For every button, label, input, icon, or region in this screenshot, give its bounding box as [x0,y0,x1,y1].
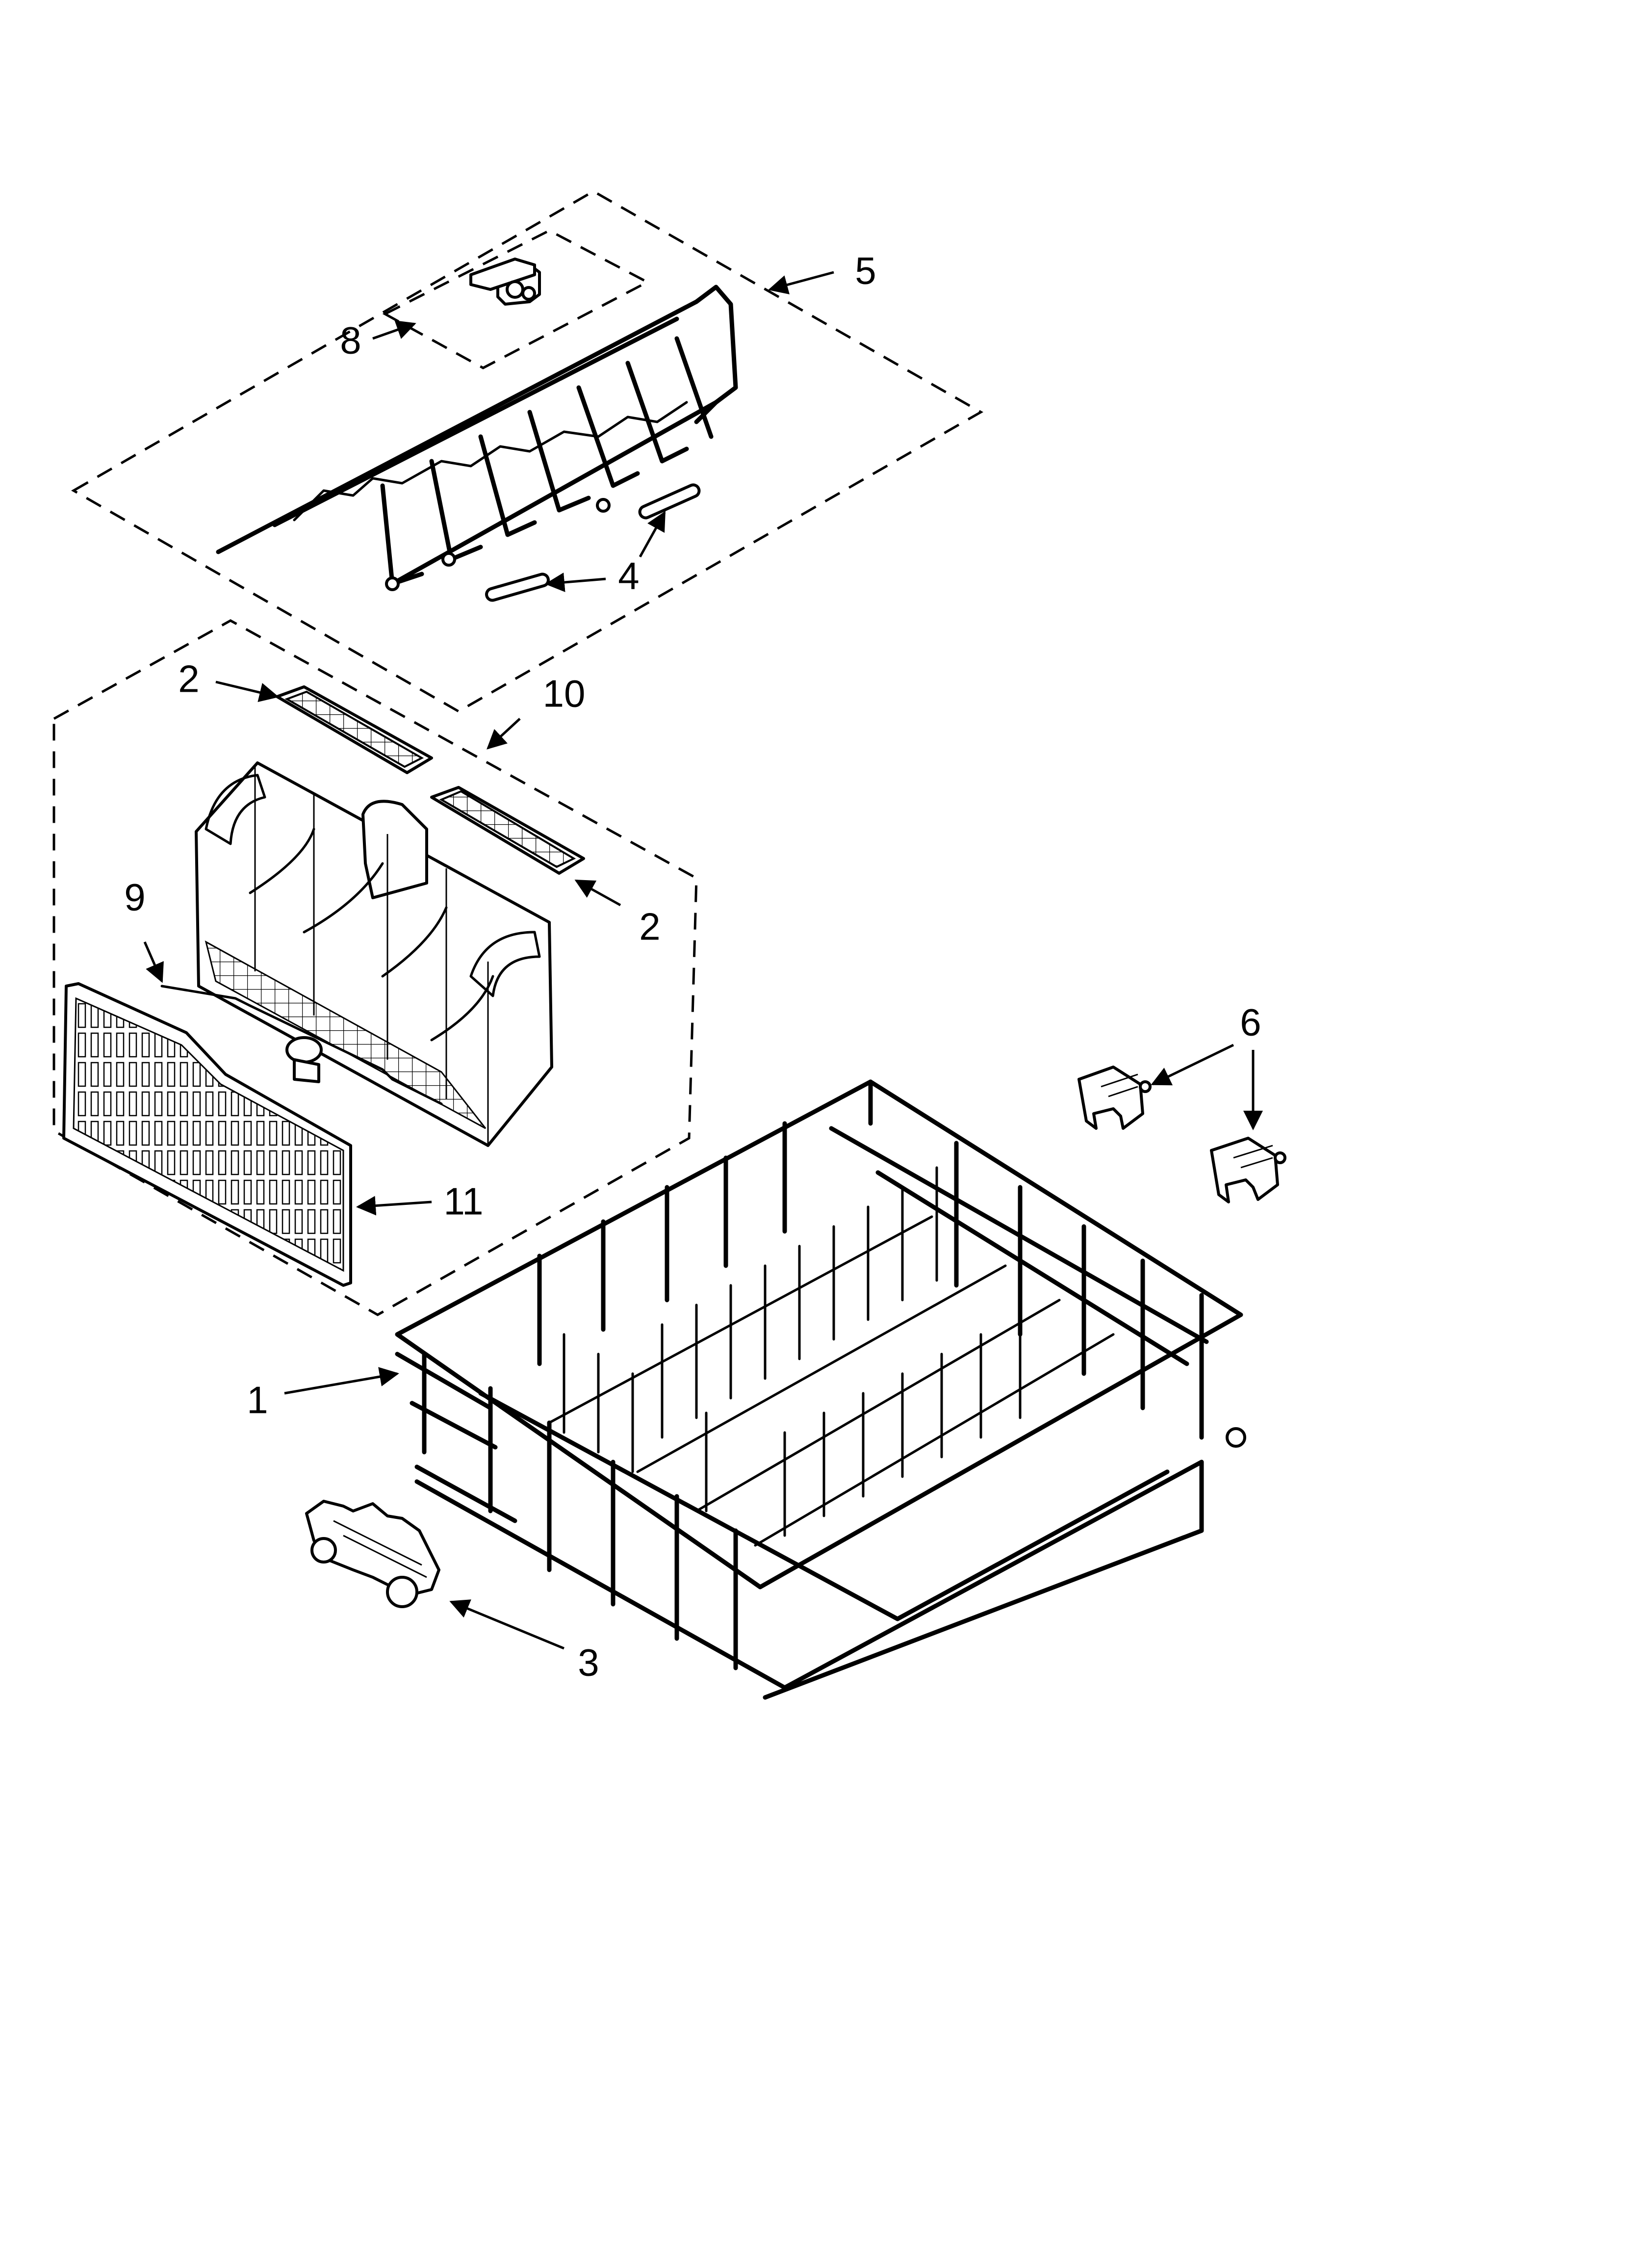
leader-6a [1151,1043,1234,1086]
leader-8 [372,320,416,340]
basket-cover-part-2-right [430,786,585,875]
assembly-5-outline [71,190,984,713]
callout-3: 3 [578,1641,599,1684]
callout-8: 8 [340,319,361,362]
leader-4a [545,573,606,592]
callout-6: 6 [1240,1001,1261,1044]
bracket-part-6-right [1210,1137,1286,1203]
callout-10: 10 [543,672,586,715]
clip-part-8 [469,258,541,306]
leader-10 [487,718,521,750]
cup-shelf [216,285,738,591]
assembly-10-outline [52,619,698,1316]
callout-2-top: 2 [178,657,199,701]
leader-5 [768,271,834,294]
wheel-bracket-part-3 [305,1500,440,1608]
basket-cover-part-11 [62,982,352,1287]
callout-5: 5 [855,249,876,292]
leader-4b [639,511,666,558]
callout-4: 4 [618,554,639,598]
dishrack-part-1 [395,1079,1246,1700]
leader-2a [215,680,279,703]
leader-1 [284,1367,399,1395]
leader-3 [449,1599,564,1650]
pin-part-4 [485,483,701,602]
callout-1: 1 [247,1379,268,1422]
basket-wire-part-9 [160,985,443,1105]
assembly-8-outline [382,229,650,369]
leader-2b [574,879,621,907]
leader-lines [143,271,1263,1650]
silverware-basket [195,761,553,1147]
leader-9 [143,941,164,983]
bracket-part-6-left [1078,1066,1152,1130]
basket-cover-part-2-left [276,685,433,774]
callout-9: 9 [124,876,145,919]
leader-11 [356,1196,432,1216]
callout-2-right: 2 [639,905,660,948]
callout-11: 11 [444,1180,484,1223]
